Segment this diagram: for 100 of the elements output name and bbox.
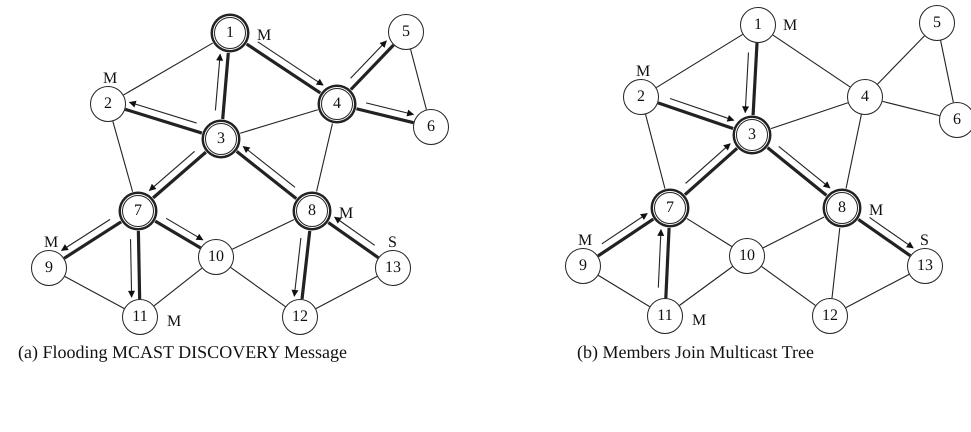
thick-link-line	[766, 146, 828, 197]
direction-arrow	[292, 238, 302, 297]
node-number: 6	[427, 119, 435, 135]
link-line	[410, 49, 427, 110]
node-role-label: M	[578, 233, 592, 249]
node-number: 13	[385, 260, 401, 276]
direction-arrow	[242, 146, 296, 188]
thick-link-line	[136, 230, 142, 300]
thick-link-line	[300, 230, 312, 300]
node-role-label: M	[783, 18, 798, 34]
link-line	[598, 274, 650, 308]
node-number: 3	[217, 131, 225, 147]
direction-arrow	[742, 52, 750, 114]
subfigure-caption: (a) Flooding MCAST DISCOVERY Message	[18, 341, 348, 364]
node-number: 12	[822, 308, 838, 324]
link-line	[761, 266, 816, 306]
direction-arrow	[602, 213, 648, 244]
thick-link-line	[236, 150, 298, 200]
link-line	[645, 114, 666, 189]
network-node	[413, 109, 449, 145]
network-node	[120, 193, 156, 229]
node-number: 6	[953, 112, 961, 128]
link-line	[831, 228, 840, 298]
link-line	[230, 267, 286, 307]
thick-link-line	[152, 150, 207, 200]
direction-arrow	[657, 228, 664, 288]
direction-arrow	[778, 146, 830, 188]
node-number: 11	[132, 309, 148, 325]
network-node	[939, 102, 971, 138]
node-number: 7	[666, 200, 674, 216]
direction-arrow	[350, 40, 387, 79]
thick-link-line	[597, 218, 654, 258]
thick-link-line	[63, 220, 122, 260]
link-line	[154, 268, 202, 306]
node-number: 10	[739, 248, 755, 264]
direction-arrow	[366, 102, 414, 116]
link-line	[846, 114, 862, 189]
thick-link-line	[327, 221, 380, 259]
node-role-label: M	[44, 235, 58, 251]
node-number: 1	[754, 17, 762, 33]
network-node	[319, 86, 355, 122]
network-node	[388, 14, 424, 50]
direction-arrow	[148, 150, 195, 191]
link-line	[679, 266, 733, 306]
thick-link-line	[684, 147, 738, 196]
thick-link-line	[350, 44, 395, 91]
thick-link-line	[124, 108, 202, 135]
network-node	[198, 239, 234, 275]
link-line	[686, 218, 732, 247]
direction-arrow	[128, 239, 135, 298]
direction-arrow	[670, 98, 734, 122]
thick-link-line	[356, 107, 414, 124]
node-number: 10	[208, 249, 224, 265]
node-role-label: M	[339, 206, 354, 222]
thick-link-line	[221, 52, 230, 120]
node-role-label: M	[257, 28, 272, 44]
node-number: 7	[134, 203, 142, 219]
network-node	[812, 298, 848, 334]
node-number: 2	[637, 89, 645, 105]
direction-arrow	[685, 143, 731, 184]
network-node	[729, 238, 765, 274]
node-role-label: M	[103, 71, 118, 87]
link-line	[940, 40, 954, 102]
node-role-label: M	[167, 314, 182, 330]
node-number: 3	[748, 127, 756, 143]
node-number: 8	[838, 200, 846, 216]
node-role-label: M	[692, 313, 706, 329]
link-line	[316, 123, 333, 192]
node-number: 2	[104, 96, 112, 112]
network-node	[734, 117, 770, 153]
thick-link-line	[664, 228, 671, 298]
thick-link-line	[658, 101, 734, 130]
direction-arrow	[214, 54, 224, 110]
direction-arrow	[257, 41, 324, 86]
network-node	[652, 190, 688, 226]
network-node	[919, 5, 955, 41]
thick-link-line	[857, 218, 912, 257]
direction-arrow	[869, 217, 914, 248]
node-number: 5	[402, 24, 410, 40]
direction-arrow	[334, 216, 376, 246]
link-line	[64, 276, 124, 309]
node-role-label: S	[388, 235, 397, 251]
link-line	[846, 274, 910, 308]
link-line	[770, 102, 848, 130]
link-line	[772, 34, 850, 88]
link-line	[882, 100, 940, 116]
subfigure-caption: (b) Members Join Multicast Tree	[577, 341, 815, 364]
thick-link-line	[154, 220, 202, 250]
node-role-label: M	[869, 203, 884, 219]
direction-arrow	[128, 100, 197, 124]
node-number: 9	[579, 258, 587, 274]
link-line	[877, 36, 925, 84]
link-line	[656, 34, 743, 88]
link-line	[112, 121, 134, 192]
node-role-label: S	[920, 233, 929, 249]
link-line	[240, 109, 318, 134]
node-role-label: M	[636, 64, 650, 80]
node-number: 4	[861, 89, 869, 105]
node-number: 4	[333, 96, 341, 112]
node-number: 11	[657, 308, 673, 324]
